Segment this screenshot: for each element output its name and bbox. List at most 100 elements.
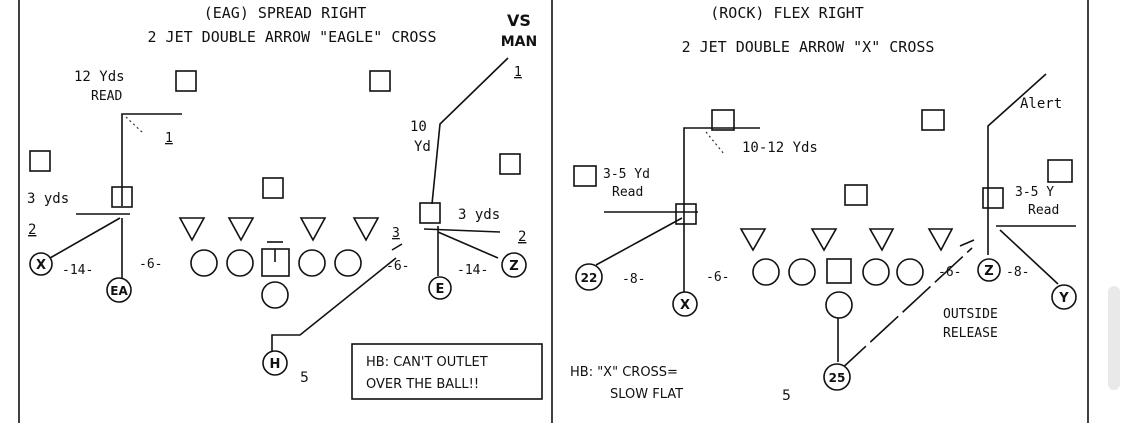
- player-h: [262, 350, 288, 376]
- route-number: 1: [514, 65, 522, 80]
- player-h-label: H: [270, 357, 281, 372]
- player-25-label: 25: [829, 371, 846, 385]
- player-22-label: 22: [581, 271, 598, 285]
- yds-10-label: 10: [410, 119, 427, 135]
- route-line: [999, 229, 1059, 285]
- player-e-label: E: [436, 282, 445, 297]
- defender-triangle: [178, 217, 206, 242]
- route-number: 3: [392, 226, 400, 241]
- scroll-track[interactable]: [1108, 286, 1120, 390]
- defender-square: [369, 70, 391, 92]
- defender-square: [175, 70, 197, 92]
- right-play: (ROCK) FLEX RIGHT 2 JET DOUBLE ARROW "X"…: [570, 4, 1077, 404]
- player-25: [823, 363, 851, 391]
- read-left-label: Read: [612, 185, 643, 200]
- player-x-label: X: [680, 298, 690, 313]
- quarterback: [825, 291, 853, 319]
- right-title-line-2: 2 JET DOUBLE ARROW "X" CROSS: [682, 38, 935, 56]
- defender-square: [262, 177, 284, 199]
- yd-3-5-left-label: 3-5 Yd: [603, 167, 650, 182]
- player-z: [977, 258, 1001, 282]
- route-line: [683, 127, 760, 226]
- defender-triangle: [810, 228, 838, 252]
- hb-note-line-1: HB: CAN'T OUTLET: [366, 355, 488, 370]
- route-line: [837, 247, 973, 373]
- yds-12-label: 12 Yds: [74, 69, 125, 85]
- route-number: 5: [300, 370, 309, 386]
- read-right-label: Read: [1028, 203, 1059, 218]
- defender-square: [499, 153, 521, 175]
- outside-label: OUTSIDE: [943, 307, 998, 322]
- defender-square: [573, 165, 597, 187]
- yds-3-left-label: 3 yds: [27, 191, 69, 207]
- player-y: [1051, 284, 1077, 310]
- left-play: (EAG) SPREAD RIGHT 2 JET DOUBLE ARROW "E…: [27, 4, 543, 400]
- lineman: [896, 258, 924, 286]
- center-square: [826, 258, 852, 284]
- route-line: [437, 231, 499, 259]
- lineman: [788, 258, 816, 286]
- split-label: -8-: [622, 272, 645, 287]
- player-z-label: Z: [984, 264, 993, 279]
- vs-label: VS: [507, 11, 531, 30]
- alert-label: Alert: [1020, 96, 1062, 112]
- route-line: [705, 131, 725, 155]
- route-line: [987, 73, 1047, 255]
- defender-triangle: [739, 228, 767, 252]
- hb-note-line-1: HB: "X" CROSS=: [570, 365, 678, 380]
- player-ea-label: EA: [110, 284, 128, 298]
- player-e: [428, 276, 452, 300]
- player-22: [575, 263, 603, 291]
- defender-triangle: [299, 217, 327, 242]
- yd-label: Yd: [414, 139, 431, 155]
- split-label: -6-: [938, 265, 961, 280]
- yd-3-5-right-label: 3-5 Y: [1015, 185, 1054, 200]
- left-title-line-2: 2 JET DOUBLE ARROW "EAGLE" CROSS: [148, 28, 437, 46]
- defender-square: [711, 109, 735, 131]
- route-number: 2: [518, 229, 526, 245]
- defender-triangle: [352, 217, 380, 242]
- lineman: [298, 249, 326, 277]
- split-label: -14-: [62, 263, 93, 278]
- route-line: [423, 228, 501, 233]
- player-x-label: X: [36, 258, 46, 273]
- defender-triangle: [227, 217, 255, 242]
- route-number: 5: [782, 388, 791, 404]
- lineman: [190, 249, 218, 277]
- player-z: [501, 252, 527, 278]
- player-x: [29, 252, 53, 276]
- split-label: -14-: [457, 263, 488, 278]
- defender-square: [675, 203, 697, 225]
- route-line: [121, 113, 182, 206]
- yds-10-12-label: 10-12 Yds: [742, 140, 818, 156]
- defender-square: [29, 150, 51, 172]
- defender-square: [1047, 159, 1073, 183]
- route-line: [271, 257, 397, 361]
- defender-square: [921, 109, 945, 131]
- hb-note-box: [351, 343, 543, 400]
- route-number: 2: [28, 222, 36, 238]
- read-label: READ: [91, 89, 122, 104]
- release-label: RELEASE: [943, 326, 998, 341]
- right-title-line-1: (ROCK) FLEX RIGHT: [710, 4, 864, 22]
- lineman: [226, 249, 254, 277]
- player-z-label: Z: [509, 259, 518, 274]
- split-label: -6-: [386, 259, 409, 274]
- route-line: [595, 217, 683, 266]
- quarterback: [261, 281, 289, 309]
- defender-square: [419, 202, 441, 224]
- defender-triangle: [927, 228, 954, 252]
- lineman: [862, 258, 890, 286]
- defender-square: [982, 187, 1004, 209]
- split-label: -6-: [706, 270, 729, 285]
- man-label: MAN: [501, 34, 537, 50]
- route-line: [125, 116, 145, 135]
- defender-square: [844, 184, 868, 206]
- player-ea: [106, 277, 132, 303]
- defender-triangle: [868, 228, 895, 252]
- route-line: [431, 57, 509, 205]
- player-y-label: Y: [1058, 291, 1069, 306]
- split-label: -6-: [139, 257, 162, 272]
- hb-note-line-2: OVER THE BALL!!: [366, 377, 479, 392]
- yds-3-right-label: 3 yds: [458, 207, 500, 223]
